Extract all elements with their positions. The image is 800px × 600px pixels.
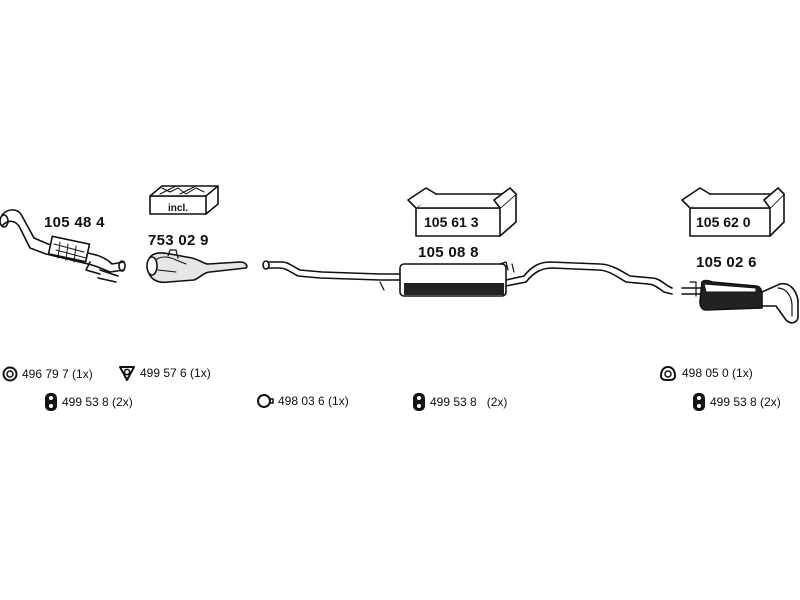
hardware-qty: (2x) [486,395,508,409]
front-pipe-drawing [0,209,126,283]
rear-muffler-part-number: 105 02 6 [696,254,757,271]
catalyst-kit-box-drawing [149,185,219,215]
middle-muffler-drawing [262,260,673,297]
gasket-triangle-icon [119,366,135,381]
hardware-item: 499 53 8 (2x) [692,392,781,412]
hardware-label: 498 05 0 (1x) [682,366,753,380]
clamp-ring-icon [257,394,274,408]
middle-kit-box-drawing [407,187,517,237]
middle-muffler-part-number: 105 08 8 [418,244,479,261]
hardware-label: 498 03 6 (1x) [278,394,349,408]
hardware-item: 499 57 6 (1x) [118,364,211,382]
hardware-label: 499 57 6 (1x) [140,366,211,380]
hardware-item: 499 53 8 (2x) [44,392,133,412]
catalyst-part-number: 753 02 9 [148,232,209,249]
rear-kit-box-drawing [681,187,785,237]
hardware-item: 496 79 7 (1x) [2,366,93,382]
middle-kit-label: 105 61 3 [424,214,479,230]
front-pipe-part-number: 105 48 4 [44,214,105,231]
hardware-label: 499 53 8 [430,395,477,409]
clamp-ring-icon [659,365,677,382]
rubber-mount-icon [413,393,425,411]
hardware-label: 496 79 7 (1x) [22,367,93,381]
catalyst-drawing [146,249,248,284]
gasket-ring-icon [2,366,18,382]
rear-muffler-drawing [681,279,799,324]
hardware-label: 499 53 8 (2x) [62,395,133,409]
catalyst-kit-note: incl. [168,203,189,214]
hardware-label: 499 53 8 (2x) [710,395,781,409]
hardware-item: 498 03 6 (1x) [256,393,349,409]
rubber-mount-icon [45,393,57,411]
hardware-item: 498 05 0 (1x) [658,364,753,382]
rear-kit-label: 105 62 0 [696,214,751,230]
hardware-item: 499 53 8 (2x) [412,392,507,412]
rubber-mount-icon [693,393,705,411]
